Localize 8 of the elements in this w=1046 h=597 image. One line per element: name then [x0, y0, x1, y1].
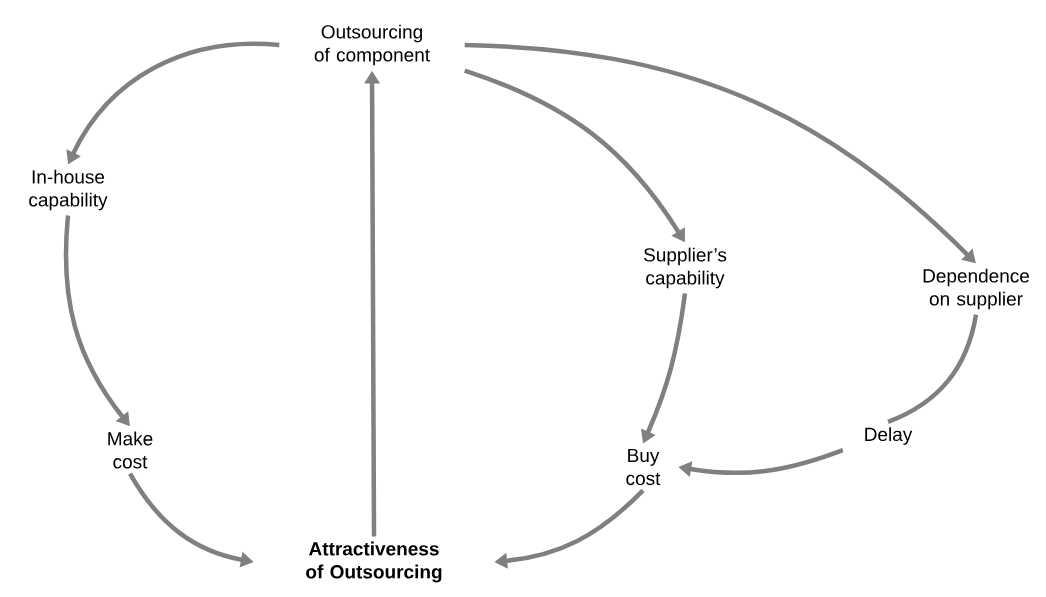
node-label: Delay — [865, 427, 913, 445]
node-label: Buy cost — [626, 448, 661, 486]
node-label: In-house capability — [29, 169, 108, 211]
node-label: Outsourcing of component — [314, 24, 430, 66]
node-label: Make cost — [108, 431, 153, 469]
node-label: Dependence on supplier — [923, 268, 1029, 310]
node-label: Supplier’s capability — [644, 247, 727, 289]
node-label: Attractiveness of Outsourcing — [306, 541, 442, 583]
